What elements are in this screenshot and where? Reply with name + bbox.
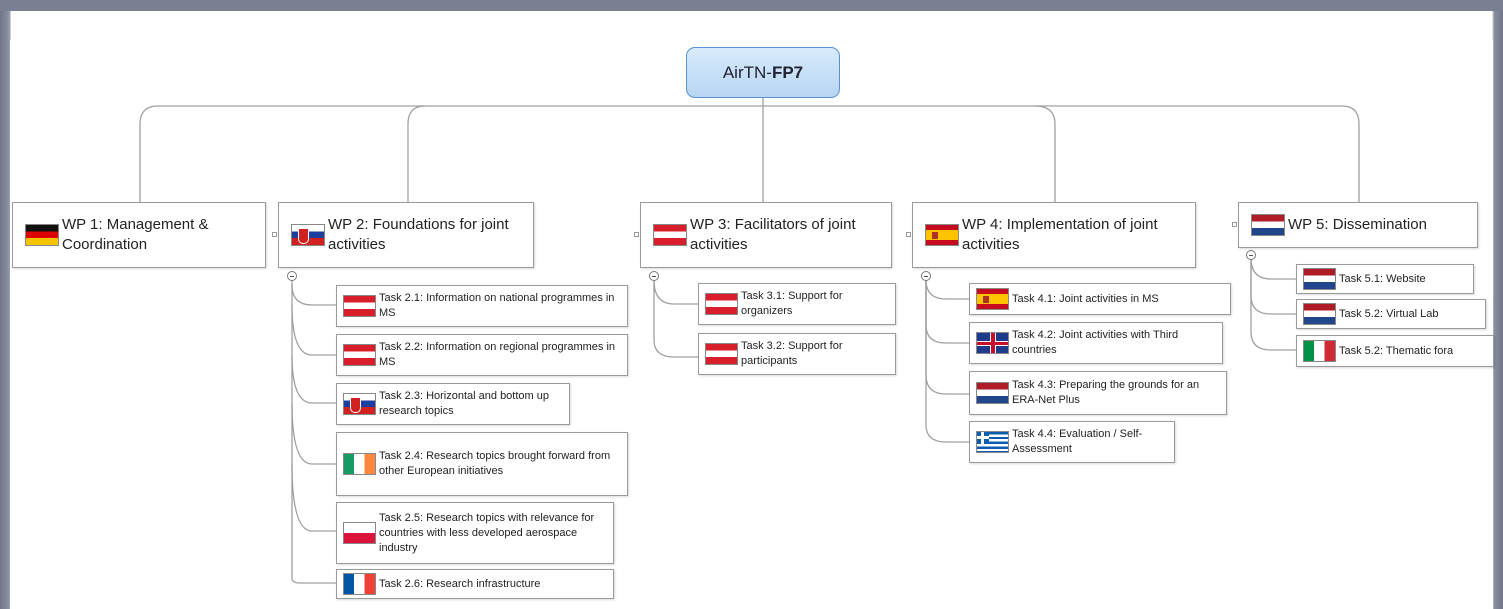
- root-label-suffix: FP7: [771, 62, 804, 82]
- wp3-node[interactable]: WP 3: Facilitators of joint activities: [640, 202, 892, 268]
- task-2-3-label: Task 2.3: Horizontal and bottom up resea…: [379, 390, 549, 417]
- spain-flag-icon: [976, 288, 1009, 310]
- wp2-node[interactable]: WP 2: Foundations for joint activities: [278, 202, 534, 268]
- window-top-border: [0, 0, 1503, 11]
- task-4-1-label: Task 4.1: Joint activities in MS: [1012, 292, 1159, 305]
- austria-flag-icon: [653, 224, 687, 246]
- wp4-collapse-button[interactable]: [921, 271, 931, 281]
- task-4-4-node[interactable]: Task 4.4: Evaluation / Self-Assessment: [969, 421, 1175, 463]
- france-flag-icon: [343, 573, 376, 595]
- root-node[interactable]: AirTN-FP7: [686, 47, 840, 98]
- task-2-5-node[interactable]: Task 2.5: Research topics with relevance…: [336, 502, 614, 564]
- wp4-node[interactable]: WP 4: Implementation of joint activities: [912, 202, 1196, 268]
- germany-flag-icon: [25, 224, 59, 246]
- task-4-4-label: Task 4.4: Evaluation / Self-Assessment: [1012, 428, 1143, 455]
- wp5-expand-handle[interactable]: [1232, 222, 1237, 227]
- task-2-5-label: Task 2.5: Research topics with relevance…: [379, 511, 595, 554]
- task-2-2-node[interactable]: Task 2.2: Information on regional progra…: [336, 334, 628, 376]
- task-5-1-label: Task 5.1: Website: [1339, 272, 1426, 285]
- austria-flag-icon: [705, 343, 738, 365]
- wp3-label: WP 3: Facilitators of joint activities: [690, 216, 856, 253]
- task-2-2-label: Task 2.2: Information on regional progra…: [379, 341, 616, 368]
- netherlands-flag-icon: [1303, 303, 1336, 325]
- task-2-6-label: Task 2.6: Research infrastructure: [379, 577, 541, 590]
- wp3-collapse-button[interactable]: [649, 271, 659, 281]
- task-5-2-node[interactable]: Task 5.2: Virtual Lab: [1296, 299, 1486, 329]
- task-5-1-node[interactable]: Task 5.1: Website: [1296, 264, 1474, 294]
- wp4-label: WP 4: Implementation of joint activities: [962, 216, 1158, 253]
- task-4-1-node[interactable]: Task 4.1: Joint activities in MS: [969, 283, 1231, 315]
- task-2-6-node[interactable]: Task 2.6: Research infrastructure: [336, 569, 614, 599]
- austria-flag-icon: [343, 295, 376, 317]
- root-label-prefix: AirTN-: [722, 62, 772, 82]
- wp3-expand-handle[interactable]: [634, 232, 639, 237]
- wp1-node[interactable]: WP 1: Management & Coordination: [12, 202, 266, 268]
- netherlands-flag-icon: [1251, 214, 1285, 236]
- task-2-3-node[interactable]: Task 2.3: Horizontal and bottom up resea…: [336, 383, 570, 425]
- netherlands-flag-icon: [1303, 268, 1336, 290]
- spain-flag-icon: [925, 224, 959, 246]
- task-2-1-label: Task 2.1: Information on national progra…: [379, 292, 615, 319]
- wp5-label: WP 5: Dissemination: [1288, 216, 1427, 233]
- task-4-3-node[interactable]: Task 4.3: Preparing the grounds for an E…: [969, 371, 1227, 415]
- wp1-label: WP 1: Management & Coordination: [62, 216, 209, 253]
- task-3-2-label: Task 3.2: Support for participants: [741, 340, 843, 367]
- task-2-1-node[interactable]: Task 2.1: Information on national progra…: [336, 285, 628, 327]
- task-2-4-label: Task 2.4: Research topics brought forwar…: [379, 450, 611, 477]
- task-5-3-label: Task 5.2: Thematic fora: [1339, 344, 1454, 357]
- task-3-1-label: Task 3.1: Support for organizers: [741, 290, 843, 317]
- task-4-2-node[interactable]: Task 4.2: Joint activities with Third co…: [969, 322, 1223, 364]
- task-2-4-node[interactable]: Task 2.4: Research topics brought forwar…: [336, 432, 628, 496]
- task-4-2-label: Task 4.2: Joint activities with Third co…: [1012, 329, 1179, 356]
- task-5-2-label: Task 5.2: Virtual Lab: [1339, 307, 1439, 320]
- austria-flag-icon: [343, 344, 376, 366]
- ireland-flag-icon: [343, 453, 376, 475]
- wp5-collapse-button[interactable]: [1246, 250, 1256, 260]
- wp2-expand-handle[interactable]: [272, 232, 277, 237]
- task-5-3-node[interactable]: Task 5.2: Thematic fora: [1296, 335, 1494, 367]
- austria-flag-icon: [705, 293, 738, 315]
- uk-flag-icon: [976, 332, 1009, 354]
- greece-flag-icon: [976, 431, 1009, 453]
- task-3-2-node[interactable]: Task 3.2: Support for participants: [698, 333, 896, 375]
- netherlands-flag-icon: [976, 382, 1009, 404]
- slovakia-flag-icon: [291, 224, 325, 246]
- wp5-node[interactable]: WP 5: Dissemination: [1238, 202, 1478, 248]
- task-3-1-node[interactable]: Task 3.1: Support for organizers: [698, 283, 896, 325]
- task-4-3-label: Task 4.3: Preparing the grounds for an E…: [1012, 379, 1200, 406]
- poland-flag-icon: [343, 522, 376, 544]
- wp4-expand-handle[interactable]: [906, 232, 911, 237]
- wp2-collapse-button[interactable]: [287, 271, 297, 281]
- wp2-label: WP 2: Foundations for joint activities: [328, 216, 509, 253]
- slovakia-flag-icon: [343, 393, 376, 415]
- italy-flag-icon: [1303, 340, 1336, 362]
